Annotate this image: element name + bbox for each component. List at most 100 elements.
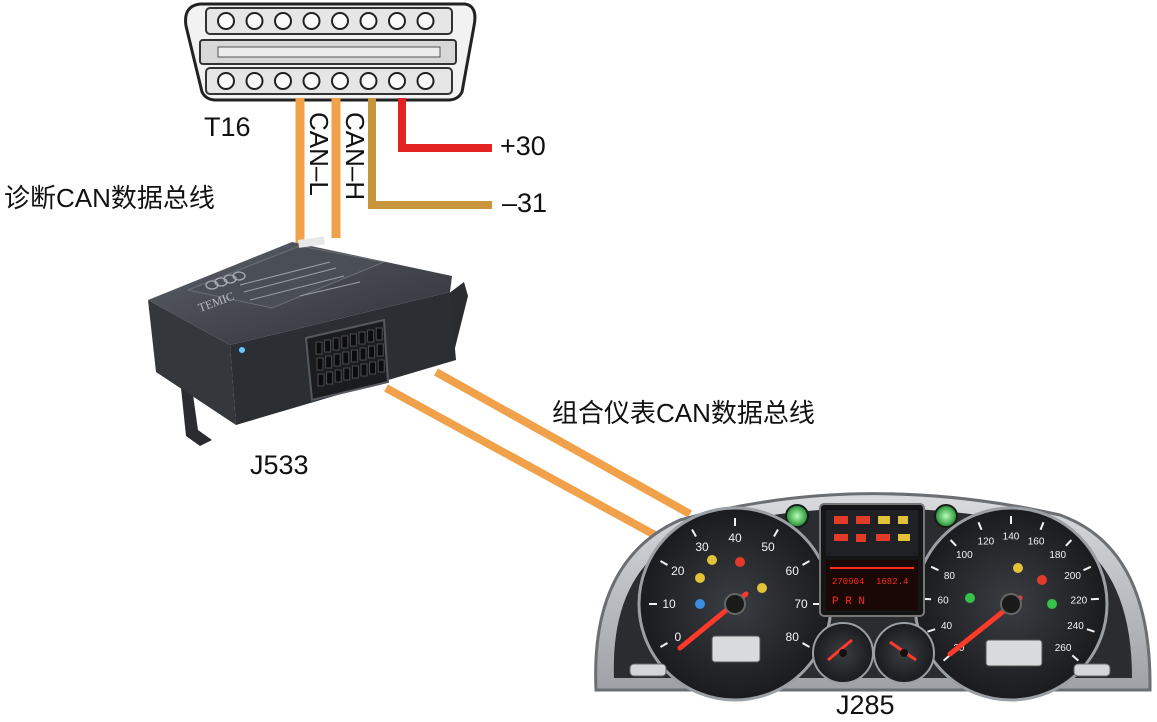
gauge-tick-label: 40	[728, 531, 742, 545]
gauge-tick-mark	[660, 642, 668, 648]
gauge-tick-label: 180	[1049, 550, 1066, 561]
gauge-tick-label: 80	[786, 630, 800, 644]
gateway-connector-pin	[368, 345, 376, 359]
gateway-connector-pin	[315, 341, 323, 355]
gauge-tick-mark	[802, 560, 810, 566]
gauge-tick-label: 60	[786, 564, 800, 578]
gauge-tick-mark	[1083, 565, 1092, 572]
obd-pin	[388, 12, 406, 30]
obd-pin	[274, 72, 292, 90]
diagnostic-can-bus-label: 诊断CAN数据总线	[4, 183, 215, 213]
gateway-connector-pin	[332, 337, 340, 351]
right-indicator-led	[934, 504, 958, 528]
gateway-connector-pin	[341, 335, 349, 349]
gauge-tick-mark	[691, 529, 697, 537]
gateway-connector-pin	[377, 359, 385, 373]
obd-pin	[245, 12, 264, 30]
center-display: 270904 1682.4 P R N	[819, 503, 925, 617]
gateway-connector-pin	[343, 367, 351, 381]
gauge-tick-mark	[660, 560, 668, 566]
display-odometer: 270904	[832, 577, 864, 587]
gauge-tick-label: 140	[1003, 532, 1020, 543]
can-h-label: CAN–H	[340, 112, 370, 201]
gateway-connector-pin	[342, 351, 350, 365]
ground-wire	[368, 98, 492, 209]
gauge-tick-label: 80	[944, 571, 956, 582]
cluster-can-wires	[384, 368, 692, 544]
gauge-tick-label: 40	[941, 621, 953, 632]
gateway-connector-pin	[359, 347, 367, 361]
obd-pin	[274, 12, 292, 30]
gauge-tick-mark	[927, 628, 936, 633]
gauge-tick-mark	[942, 654, 951, 662]
obd-pin	[388, 72, 406, 90]
gateway-connector-pin	[317, 373, 325, 387]
obd-pin	[416, 72, 435, 90]
obd-pin	[302, 72, 321, 90]
gauge-tick-mark	[949, 539, 957, 547]
gauge-tick-mark	[1039, 521, 1045, 531]
coolant-gauge	[812, 622, 874, 684]
gateway-connector-pin	[326, 371, 334, 385]
diagnostic-can-wires	[295, 98, 492, 248]
left-trip-button[interactable]	[629, 663, 667, 677]
gateway-label-j533: J533	[250, 450, 309, 480]
gateway-connector-pin	[367, 329, 375, 343]
gateway-connector-pin	[349, 333, 357, 347]
ground-31-label: –31	[502, 188, 548, 218]
speedometer-dial: 0 10 20 30 40 50 60 70 80	[637, 506, 833, 702]
gateway-connector-pin	[350, 349, 358, 363]
gauge-tick-label: 220	[1071, 596, 1088, 607]
gauge-tick-label: 30	[695, 540, 709, 554]
obd-pin	[331, 72, 349, 90]
obd-connector-t16	[184, 2, 477, 102]
gauge-tick-label: 50	[761, 540, 775, 554]
gauge-tick-label: 120	[978, 536, 995, 547]
gear-indicator: P R N	[832, 596, 865, 608]
gauge-tick-label: 0	[674, 630, 681, 644]
gauge-tick-label: 70	[794, 597, 808, 611]
obd-pin	[245, 72, 264, 90]
can-l-label: CAN–L	[304, 112, 334, 196]
gateway-connector-pin	[351, 365, 359, 379]
cluster-label-j285: J285	[836, 690, 895, 720]
obd-pin	[302, 12, 321, 30]
gateway-connector-pin	[325, 355, 333, 369]
gauge-tick-mark	[1071, 654, 1080, 662]
display-trip: 1682.4	[876, 577, 908, 587]
obd-pin	[331, 12, 349, 30]
gateway-connector-pin	[316, 357, 324, 371]
gauge-tick-label: 240	[1067, 621, 1084, 632]
gateway-connector-pin	[358, 331, 366, 345]
gateway-connector-pin	[360, 363, 368, 377]
obd-pin	[217, 72, 235, 90]
gauge-tick-label: 200	[1064, 571, 1081, 582]
gateway-module-j533: TEMIC	[148, 236, 468, 446]
gauge-tick-label: 100	[956, 550, 973, 561]
gauge-tick-mark	[802, 642, 810, 648]
gateway-connector-pin	[369, 361, 377, 375]
gauge-tick-label: 10	[662, 597, 676, 611]
gateway-connector-pin	[333, 353, 341, 367]
gauge-tick-mark	[1086, 628, 1095, 633]
gauge-tick-label: 260	[1055, 643, 1072, 654]
gauge-tick-mark	[773, 529, 779, 537]
obd-pin	[416, 12, 435, 30]
obd-pin	[217, 12, 235, 30]
gateway-connector-pin	[376, 343, 384, 357]
gauge-tick-label: 20	[671, 564, 685, 578]
connector-label-t16: T16	[204, 112, 251, 142]
gateway-connector-pin	[334, 369, 342, 383]
gauge-tick-label: 60	[938, 596, 950, 607]
positive-wire	[398, 98, 492, 152]
fuel-gauge	[873, 622, 935, 684]
obd-pin	[359, 12, 378, 30]
left-indicator-led	[785, 504, 809, 528]
gauge-tick-mark	[977, 521, 983, 531]
right-trip-button[interactable]	[1073, 663, 1111, 677]
gauge-tick-mark	[1065, 539, 1073, 547]
gateway-connector-pin	[375, 327, 383, 341]
positive-30-label: +30	[500, 131, 546, 161]
